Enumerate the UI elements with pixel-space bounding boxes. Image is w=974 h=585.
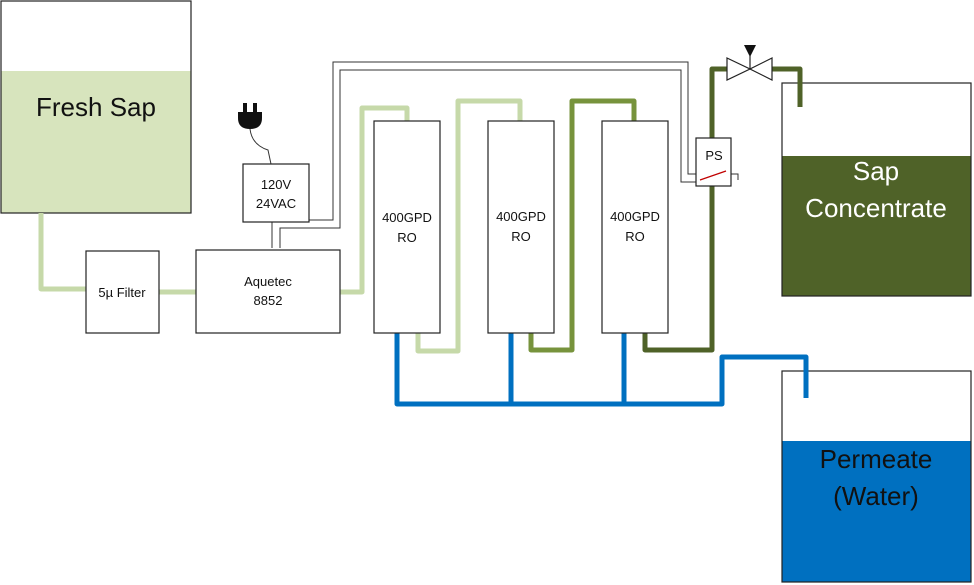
permeate-label-line1: Permeate	[820, 444, 933, 474]
sap-concentrate-label-line1: Sap	[853, 156, 899, 186]
ro-unit-label-line1: 400GPD	[382, 210, 432, 225]
pressure-switch-box: PS	[695, 137, 732, 187]
fresh-sap-label: Fresh Sap	[36, 92, 156, 122]
ro-unit-label-line2: RO	[397, 230, 417, 245]
stage2-concentrate-pipe	[528, 98, 637, 353]
ro-unit-label-line2: RO	[625, 229, 645, 244]
permeate-pipes	[394, 333, 809, 407]
ro-unit-label-line2: RO	[511, 229, 531, 244]
transformer-box: 120V 24VAC	[242, 163, 310, 223]
valve-icon	[726, 45, 773, 81]
permeate-tank: Permeate (Water)	[781, 370, 972, 583]
ro-unit-label-line1: 400GPD	[610, 209, 660, 224]
concentrate-outlet-pipe	[642, 66, 803, 353]
power-plug-icon	[238, 103, 272, 165]
sap-concentrate-tank: Sap Concentrate	[781, 82, 972, 297]
transformer-label-line1: 120V	[261, 177, 292, 192]
ro-unit-2: 400GPD RO	[487, 120, 555, 334]
pressure-switch-label: PS	[705, 148, 723, 163]
sap-concentrate-label-line2: Concentrate	[805, 193, 947, 223]
ro-unit-label-line1: 400GPD	[496, 209, 546, 224]
permeate-label-line2: (Water)	[833, 481, 919, 511]
fresh-sap-feed-pipe	[38, 98, 523, 354]
transformer-label-line2: 24VAC	[256, 196, 296, 211]
switch-contact-icon	[699, 170, 727, 181]
ro-unit-1: 400GPD RO	[373, 120, 441, 334]
ro-unit-3: 400GPD RO	[601, 120, 669, 334]
fresh-sap-tank: Fresh Sap	[0, 0, 192, 214]
filter-label: 5µ Filter	[98, 285, 146, 300]
pump-label-line2: 8852	[254, 293, 283, 308]
filter-box: 5µ Filter	[85, 250, 160, 334]
pump-label-line1: Aquetec	[244, 274, 292, 289]
pump-box: Aquetec 8852	[195, 249, 341, 334]
